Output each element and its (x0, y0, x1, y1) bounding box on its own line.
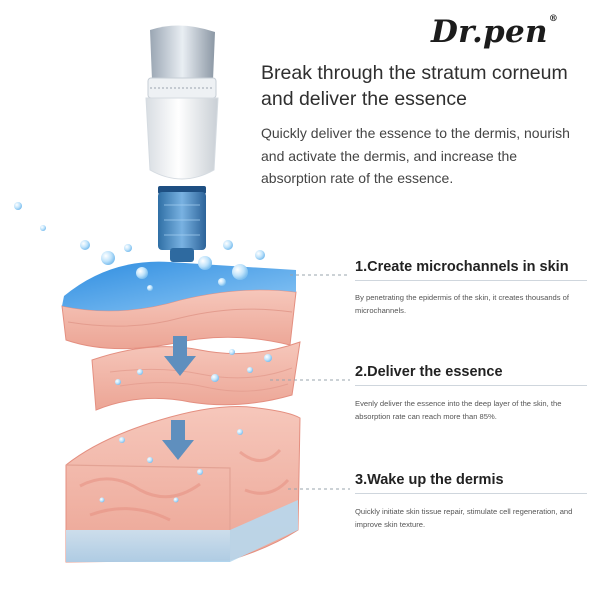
divider (355, 280, 587, 281)
skin-block (65, 406, 301, 563)
divider (355, 385, 587, 386)
divider (355, 493, 587, 494)
headline: Break through the stratum corneum and de… (261, 62, 568, 110)
brand-logo: Dr.pen® (431, 14, 559, 50)
step-2-description: Evenly deliver the essence into the deep… (355, 399, 562, 421)
step-3-title: 3.Wake up the dermis (355, 472, 504, 488)
step-2-title: 2.Deliver the essence (355, 364, 503, 380)
essence-bubbles (14, 202, 272, 503)
down-arrow-icon (162, 420, 194, 460)
subtext: Quickly deliver the essence to the dermi… (261, 125, 570, 186)
step-3-description: Quickly initiate skin tissue repair, sti… (355, 507, 573, 529)
microneedle-pen (145, 25, 219, 262)
down-arrow-icon (164, 336, 196, 376)
skin-layer-2 (91, 341, 301, 411)
step-1-description: By penetrating the epidermis of the skin… (355, 293, 570, 315)
skin-layer-1 (61, 261, 297, 350)
step-1-title: 1.Create microchannels in skin (355, 259, 569, 275)
